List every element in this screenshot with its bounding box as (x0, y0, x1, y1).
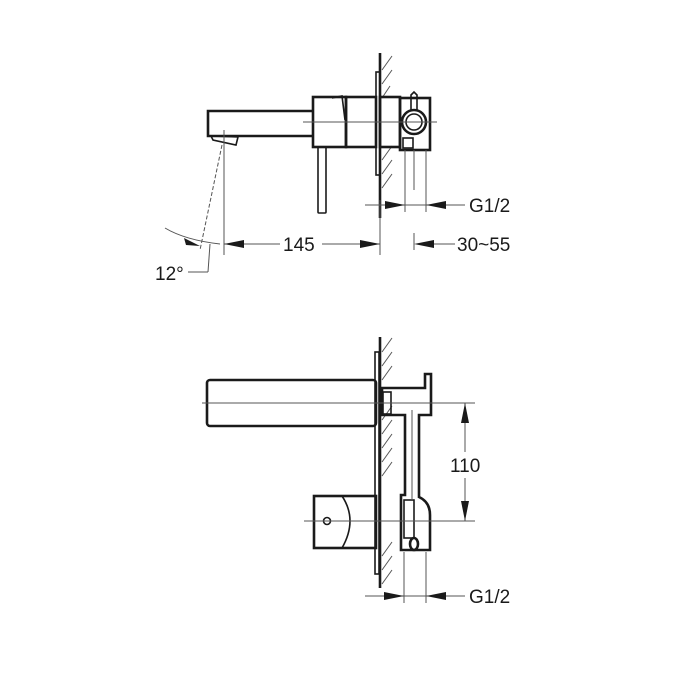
valve-body (398, 96, 432, 152)
dim-inlet-top: G1/2 (469, 196, 510, 217)
bottom-side-view: 110 G1/2 (202, 337, 510, 608)
spout (206, 109, 313, 138)
wall-plate-bottom (374, 351, 380, 575)
top-side-view: 145 30~55 G1/2 12° (155, 53, 510, 285)
dim-angle: 12° (155, 264, 184, 285)
dim-spout-length: 145 (283, 235, 315, 256)
wall-hatch-bottom (381, 337, 393, 585)
lever-handle (317, 146, 327, 214)
dim-wall-depth: 30~55 (457, 235, 510, 256)
dim-inlet-bottom: G1/2 (469, 587, 510, 608)
concealed-valve (380, 372, 433, 552)
dim-vertical: 110 (450, 456, 480, 477)
aerator (209, 135, 240, 146)
handle-body (312, 494, 378, 550)
